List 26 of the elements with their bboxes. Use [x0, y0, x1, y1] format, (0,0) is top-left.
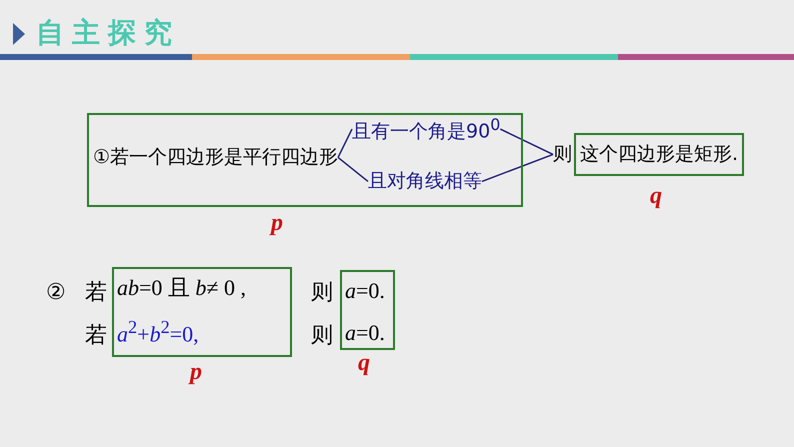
formula-text: a$^{2}$+b$^{2}$=0, — [117, 317, 199, 348]
conclusion-text: 这个四边形是矩形. — [574, 133, 744, 176]
label-text: ② — [46, 280, 66, 306]
label-text: 若 — [85, 323, 107, 350]
premise-text: ①若一个四边形是平行四边形 — [93, 146, 338, 169]
variable-label: q — [650, 183, 662, 210]
condition-box — [112, 267, 292, 357]
condition-text: 且有一个角是90$^{0}$ — [352, 115, 500, 144]
formula-text: a=0. — [345, 320, 385, 346]
variable-label: q — [358, 350, 370, 377]
conclusion-box — [340, 270, 395, 350]
connector-line — [337, 128, 353, 158]
variable-label: p — [190, 359, 202, 386]
connective-text: 则 — [553, 143, 572, 166]
label-text: 则 — [311, 323, 333, 350]
formula-text: ab=0 且 b≠ 0 , — [117, 275, 246, 302]
connector-line — [482, 154, 554, 182]
formula-text: a=0. — [345, 278, 385, 304]
connector-line — [338, 156, 368, 182]
slide-title: 自主探究 — [36, 15, 180, 51]
label-text: 则 — [311, 280, 333, 306]
variable-label: p — [271, 210, 283, 237]
connector-line — [500, 128, 554, 156]
condition-text: 且对角线相等 — [368, 170, 482, 193]
condition-box — [87, 113, 523, 207]
label-text: 若 — [85, 280, 107, 306]
